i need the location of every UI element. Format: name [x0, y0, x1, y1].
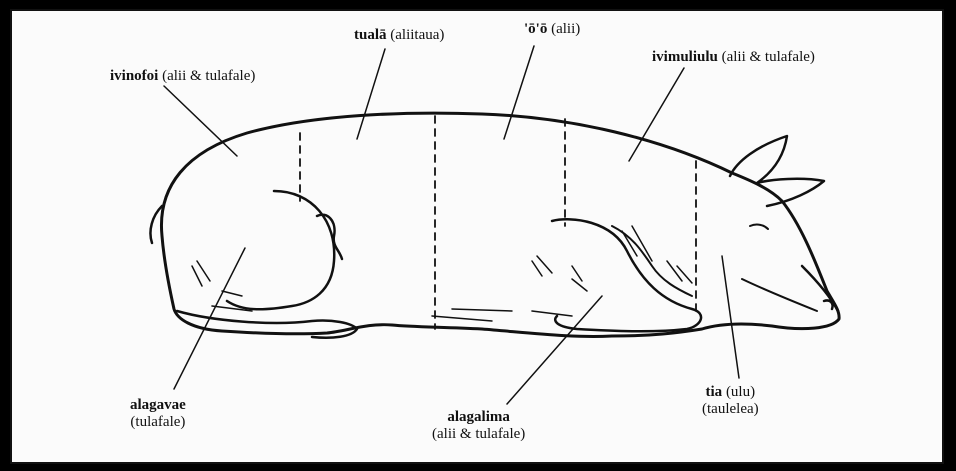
leader-ivimuliulu — [629, 68, 684, 161]
label-alagalima: alagalima (alii & tulafale) — [432, 409, 525, 443]
label-ivimuliulu-sub: (alii & tulafale) — [722, 49, 815, 65]
mouth — [742, 279, 817, 311]
label-alagalima-name: alagalima — [447, 409, 510, 425]
label-tia-sub2: (taulelea) — [702, 401, 759, 417]
leader-tia — [722, 256, 739, 378]
label-tuala-name: tualā — [354, 27, 387, 43]
pig-body-outline — [161, 113, 839, 336]
label-tuala-sub: (aliitaua) — [390, 27, 444, 43]
eye — [750, 225, 768, 229]
label-alagavae-sub: (tulafale) — [130, 414, 185, 430]
label-tia-sub: (ulu) — [726, 384, 755, 400]
label-alagavae-name: alagavae — [130, 397, 186, 413]
label-oo-name: 'ō'ō — [524, 21, 547, 37]
label-ivimuliulu: ivimuliulu (alii & tulafale) — [652, 49, 815, 66]
label-oo: 'ō'ō (alii) — [524, 21, 580, 38]
leader-alagalima — [507, 296, 602, 404]
leader-alagavae — [174, 248, 245, 389]
tail — [150, 206, 342, 259]
leader-ivinofoi — [164, 86, 237, 156]
label-tia-name: tia — [706, 384, 723, 400]
label-tia: tia (ulu) (taulelea) — [702, 384, 759, 418]
shading — [192, 226, 692, 321]
label-ivinofoi: ivinofoi (alii & tulafale) — [110, 68, 255, 85]
label-alagalima-sub: (alii & tulafale) — [432, 426, 525, 442]
diagram-panel: ivinofoi (alii & tulafale) tualā (aliita… — [10, 9, 944, 464]
label-ivinofoi-sub: (alii & tulafale) — [162, 68, 255, 84]
label-ivimuliulu-name: ivimuliulu — [652, 49, 718, 65]
label-oo-sub: (alii) — [551, 21, 580, 37]
leader-oo — [504, 46, 534, 139]
label-ivinofoi-name: ivinofoi — [110, 68, 158, 84]
leader-tuala — [357, 49, 385, 139]
label-tuala: tualā (aliitaua) — [354, 27, 444, 44]
label-alagavae: alagavae (tulafale) — [130, 397, 186, 431]
